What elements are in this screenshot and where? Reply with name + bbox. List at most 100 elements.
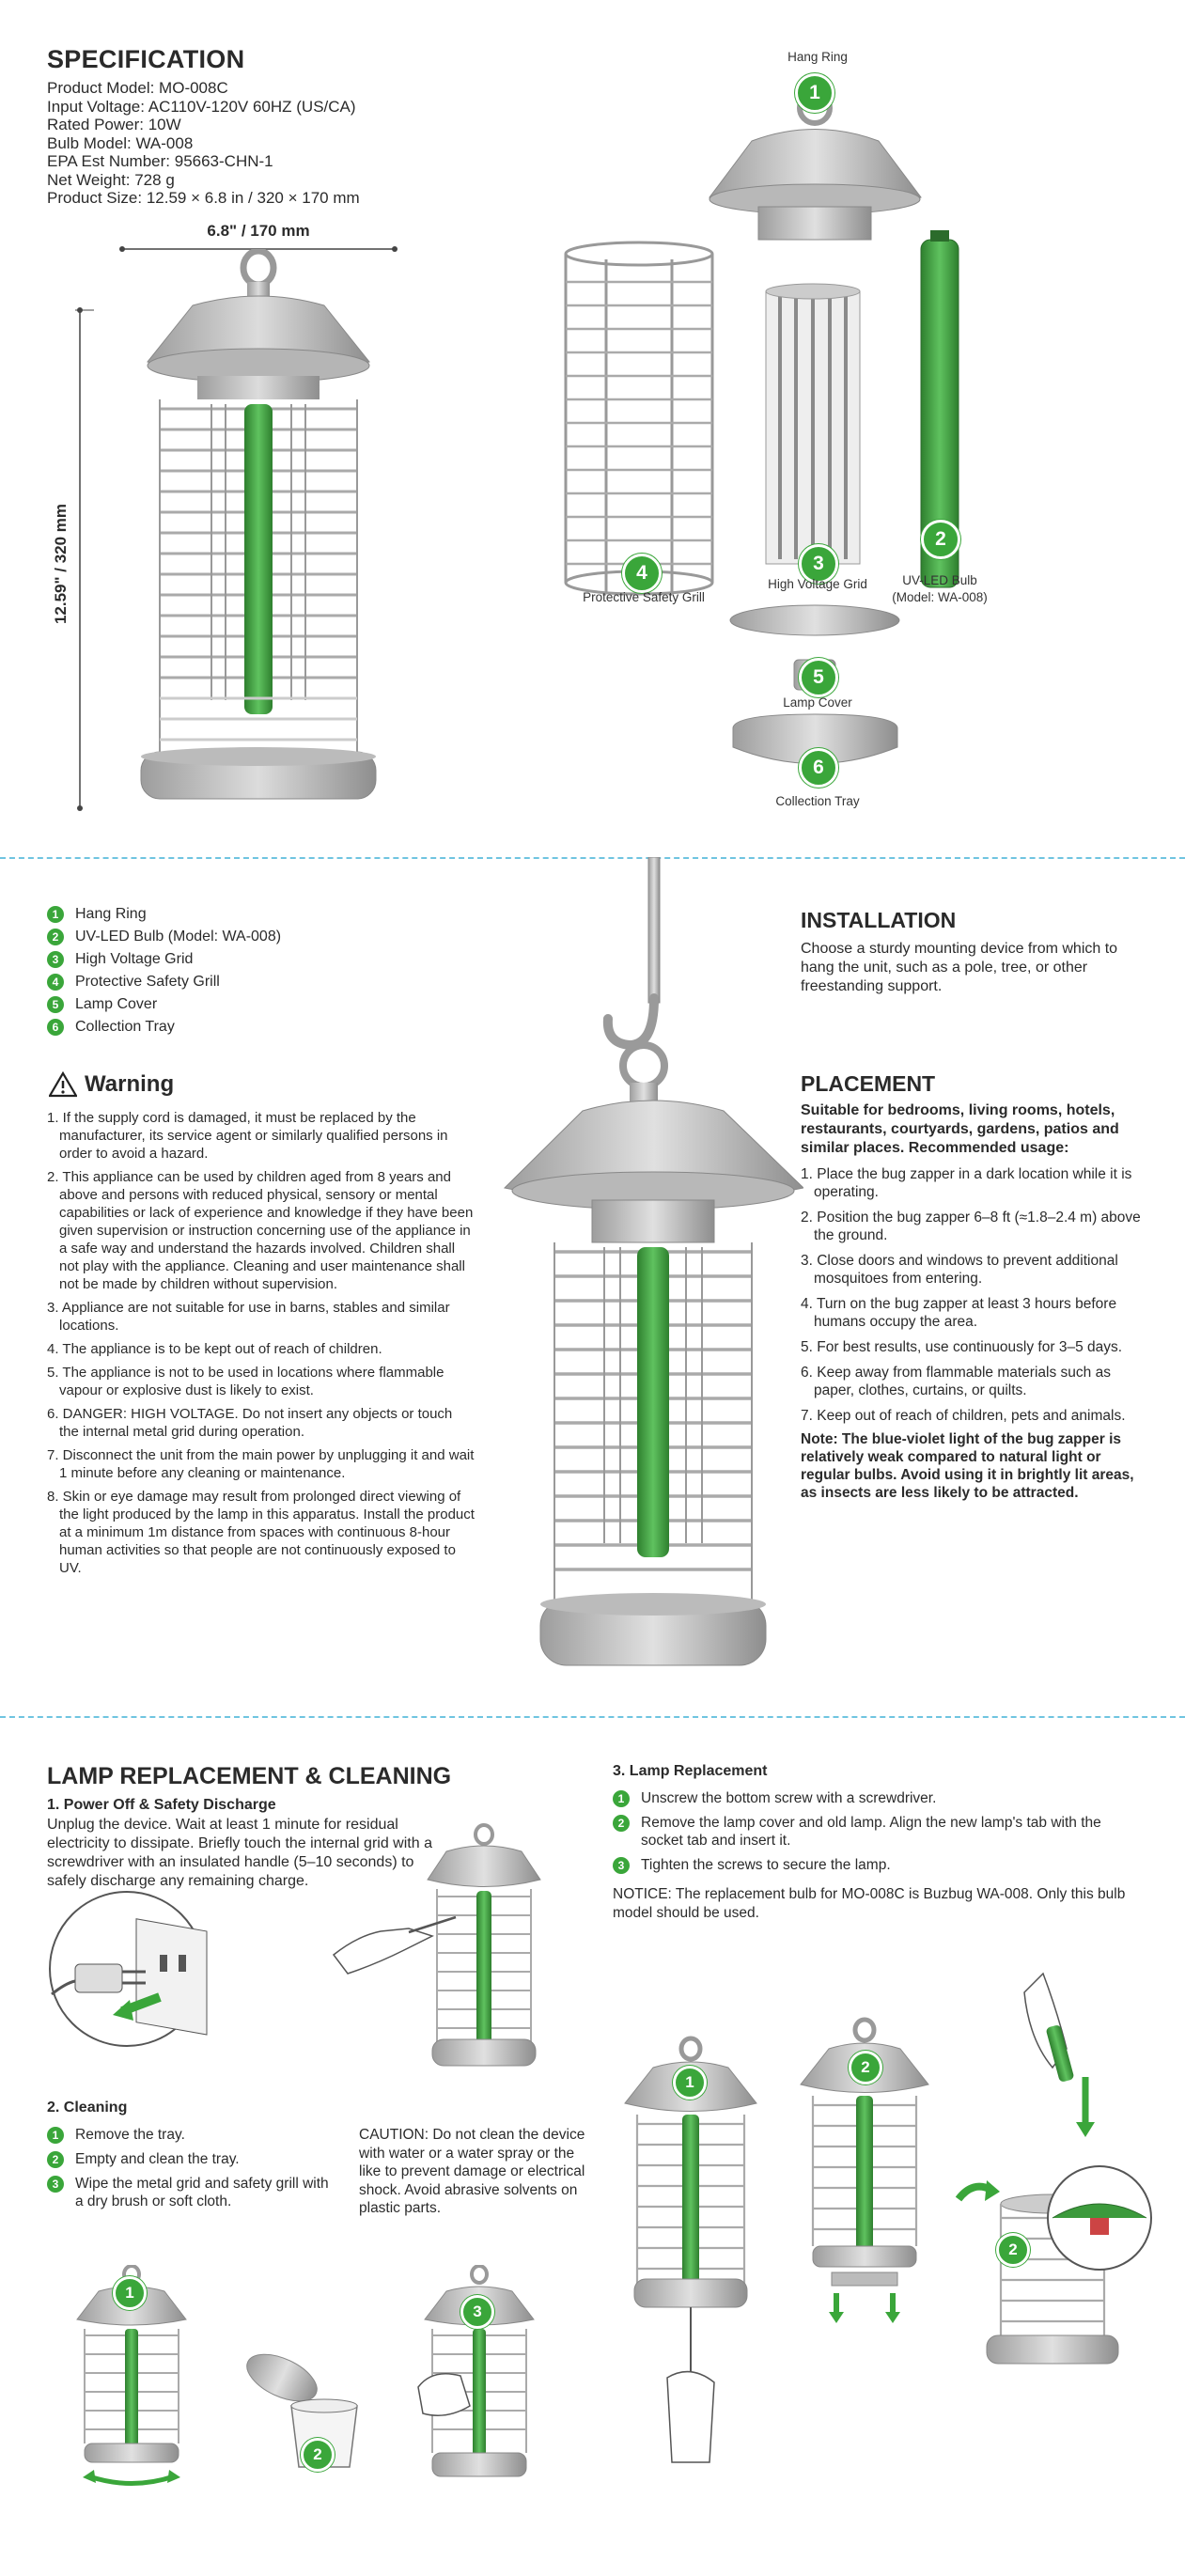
warning-item: 5. The appliance is not to be used in lo… [47,1365,444,1398]
spec-line: Rated Power: 10W [47,116,181,133]
section-divider [0,857,1185,859]
list-item: 1 Hang Ring [47,906,281,923]
spec-line: Net Weight: 728 g [47,170,175,189]
number-badge: 2 [47,929,64,945]
power-off-title: 1. Power Off & Safety Discharge [47,1797,276,1813]
width-dimension-label: 6.8" / 170 mm [179,222,338,241]
lamp-cover-label: Lamp Cover [783,695,852,710]
badge-2: 2 [921,520,960,559]
grill-label: Protective Safety Grill [583,590,705,604]
section-divider [0,1716,1185,1718]
number-badge: 3 [613,1857,630,1874]
number-badge: 1 [613,1790,630,1807]
spec-list: Product Model: MO-008C Input Voltage: AC… [47,79,360,208]
placement-item: 5. For best results, use continuously fo… [801,1339,1123,1355]
spec-line: EPA Est Number: 95663-CHN-1 [47,152,273,170]
number-badge: 1 [47,906,64,923]
warning-item: 4. The appliance is to be kept out of re… [47,1341,382,1357]
part-label: Lamp Cover [75,996,158,1012]
part-label: UV-LED Bulb (Model: WA-008) [75,929,282,945]
installation-title: INSTALLATION [801,908,957,932]
list-item: 2 Remove the lamp cover and old lamp. Ali… [613,1814,1139,1850]
number-badge: 4 [47,974,64,991]
hanging-zapper-illustration [503,857,803,1666]
list-item: 2 UV-LED Bulb (Model: WA-008) [47,929,281,945]
list-item: 1 Unscrew the bottom screw with a screwdr… [613,1789,1139,1807]
badge-6: 6 [799,748,838,788]
illus-badge: 1 [673,2066,707,2100]
warning-item: 3. Appliance are not suitable for use in… [47,1300,450,1334]
placement-item: 3. Close doors and windows to prevent ad… [801,1253,1118,1287]
step-text: Remove the lamp cover and old lamp. Alig… [641,1815,1101,1849]
step-text: Wipe the metal grid and safety grill wit… [75,2176,329,2209]
spec-line: Product Model: MO-008C [47,79,228,97]
cleaning-title: 2. Cleaning [47,2100,128,2115]
number-badge: 3 [47,2176,64,2193]
warning-header: Warning [49,1071,174,1098]
height-dimension-line [75,307,94,811]
placement-note: Note: The blue-violet light of the bug z… [801,1431,1134,1501]
bulb-model-label: (Model: WA-008) [892,590,988,604]
warning-item: 2. This appliance can be used by childre… [47,1169,474,1292]
illus-badge: 3 [460,2295,494,2329]
power-off-text: Unplug the device. Wait at least 1 minut… [47,1817,432,1889]
number-badge: 2 [613,1815,630,1832]
warning-title: Warning [85,1071,175,1097]
height-dimension-label: 12.59" / 320 mm [52,503,70,625]
spec-title: SPECIFICATION [47,45,245,73]
step-text: Unscrew the bottom screw with a screwdri… [641,1790,937,1806]
part-label: Hang Ring [75,906,147,922]
bulb-label: UV-LED Bulb [902,573,977,587]
placement-title: PLACEMENT [801,1071,936,1096]
number-badge: 3 [47,951,64,968]
placement-item: 4. Turn on the bug zapper at least 3 hou… [801,1296,1117,1330]
discharge-illustration [332,1823,541,2067]
unplug-illustration [49,1891,208,2047]
number-badge: 1 [47,2127,64,2144]
illus-badge: 2 [849,2051,882,2084]
spec-line: Input Voltage: AC110V-120V 60HZ (US/CA) [47,97,356,116]
caution-text: CAUTION: Do not clean the device with wa… [359,2127,585,2216]
step-text: Tighten the screws to secure the lamp. [641,1857,891,1873]
spec-line: Product Size: 12.59 × 6.8 in / 320 × 170… [47,189,360,207]
list-item: 3 Wipe the metal grid and safety grill wi… [47,2175,338,2210]
number-badge: 5 [47,996,64,1013]
installation-text: Choose a sturdy mounting device from whi… [801,941,1118,994]
placement-item: 7. Keep out of reach of children, pets a… [801,1408,1126,1424]
list-item: 5 Lamp Cover [47,996,281,1013]
number-badge: 2 [47,2151,64,2168]
illus-badge: 1 [113,2276,147,2310]
warning-item: 7. Disconnect the unit from the main pow… [47,1447,475,1481]
warning-item: 8. Skin or eye damage may result from pr… [47,1489,475,1576]
list-item: 4 Protective Safety Grill [47,974,281,991]
lamp-title: LAMP REPLACEMENT & CLEANING [47,1763,452,1789]
notice-text: NOTICE: The replacement bulb for MO-008C… [613,1886,1126,1921]
part-label: Collection Tray [75,1019,175,1035]
part-label: High Voltage Grid [75,951,194,967]
replacement-steps: 1 Unscrew the bottom screw with a screwdr… [613,1789,1139,1881]
illus-badge: 2 [996,2233,1030,2267]
assembled-zapper-illustration [140,249,377,800]
list-item: 3 High Voltage Grid [47,951,281,968]
badge-1: 1 [795,73,834,113]
badge-3: 3 [799,544,838,584]
placement-item: 1. Place the bug zapper in a dark locati… [801,1166,1132,1200]
placement-intro: Suitable for bedrooms, living rooms, hot… [801,1102,1119,1156]
warning-item: 1. If the supply cord is damaged, it mus… [47,1110,448,1162]
placement-item: 6. Keep away from flammable materials su… [801,1365,1111,1398]
warning-list: 1. If the supply cord is damaged, it mus… [47,1109,475,1583]
badge-4: 4 [622,554,662,593]
tray-label: Collection Tray [775,794,860,808]
grid-label: High Voltage Grid [768,577,867,591]
hang-ring-label: Hang Ring [787,50,848,64]
spec-line: Bulb Model: WA-008 [47,133,194,152]
warning-item: 6. DANGER: HIGH VOLTAGE. Do not insert a… [47,1406,453,1440]
replacement-title: 3. Lamp Replacement [613,1763,768,1779]
warning-triangle-icon [49,1071,77,1098]
part-label: Protective Safety Grill [75,974,220,990]
